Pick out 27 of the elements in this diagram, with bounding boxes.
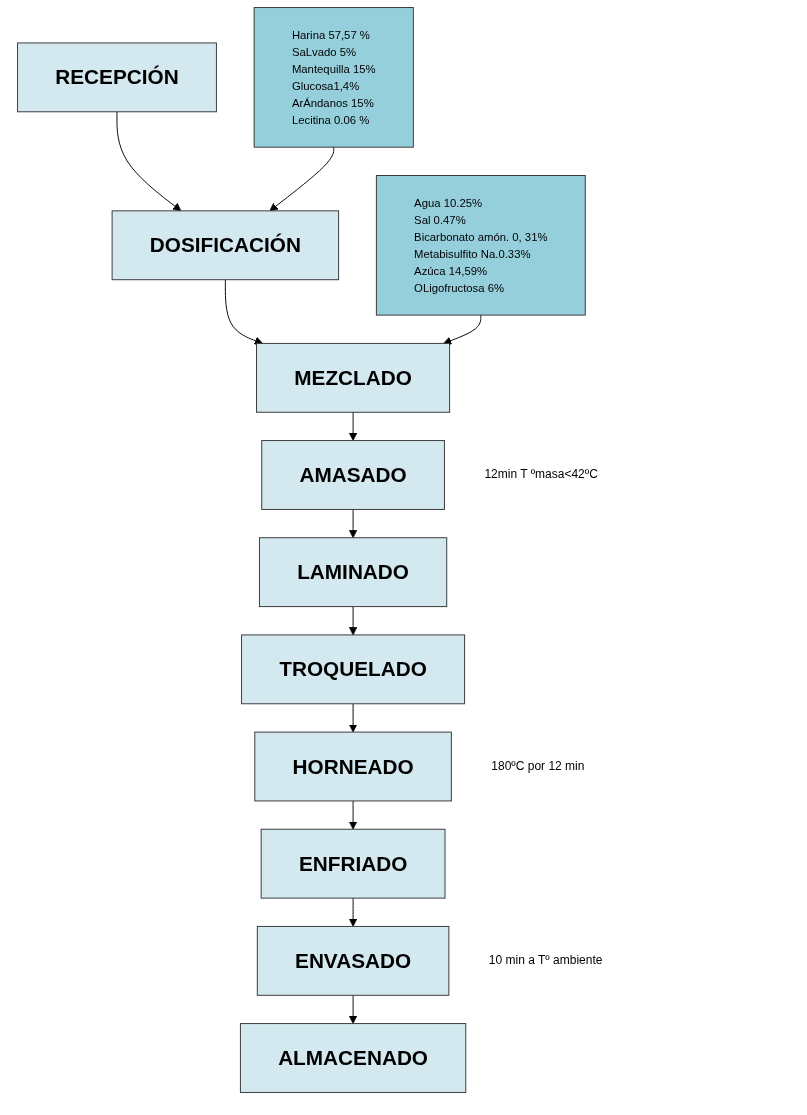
process-box: TROQUELADO [241,634,466,705]
process-box: ALMACENADO [239,1023,467,1093]
process-box: LAMINADO [258,537,448,608]
process-box: AMASADO [261,440,445,510]
process-box: Agua 10.25% Sal 0.47% Bicarbonato amón. 0, 31% Metabisulfito Na.0.33% Azúca 14,59% OLigofructosa 6% [375,175,586,316]
node-label: Harina 57,57 % [291,28,370,42]
node-label: Bicarbonato amón. 0, 31% [414,230,548,244]
node-label: Lecitina 0.06 % [291,113,370,127]
node-label: Azúca 14,59% [414,264,488,278]
node-label: SaLvado 5% [291,45,357,59]
node-label: Metabisulfito Na.0.33% [414,247,531,261]
node-label: Agua 10.25% [414,196,483,210]
process-box: Harina 57,57 % SaLvado 5% Mantequilla 15% Glucosa1,4% ArÁndanos 15% Lecitina 0.06 % [253,7,414,148]
node-label: OLigofructosa 6% [414,281,505,295]
process-box: MEZCLADO [256,342,451,413]
step-note: 180ºC por 12 min [491,758,585,773]
node-label: ArÁndanos 15% [291,96,374,110]
process-box: HORNEADO [254,731,452,802]
node-label: Sal 0.47% [414,213,466,227]
process-box: ENVASADO [256,925,450,996]
process-box: DOSIFICACIÓN [111,210,340,281]
step-note: 12min T ºmasa<42ºC [484,467,598,481]
step-note: 10 min a Tº ambiente [488,952,603,967]
node-label: Glucosa1,4% [291,79,360,93]
node-label: Mantequilla 15% [291,62,376,76]
process-box: ENFRIADO [260,828,446,899]
process-box: RECEPCIÓN [17,42,217,113]
